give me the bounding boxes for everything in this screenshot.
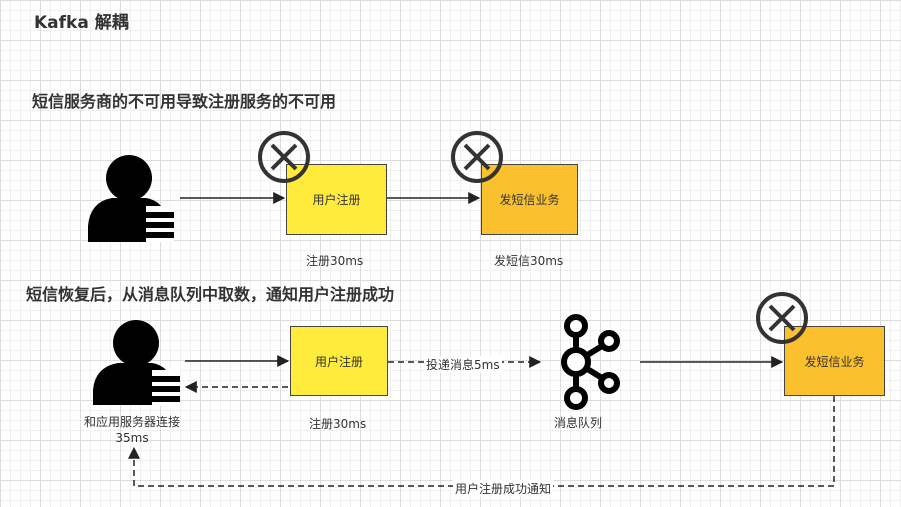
user-caption-line2: 35ms [115, 431, 149, 445]
user-icon [93, 320, 180, 406]
page-title: Kafka 解耦 [34, 13, 129, 33]
deliver-label: 投递消息5ms [424, 356, 502, 373]
register-caption-2: 注册30ms [309, 417, 367, 431]
sms-box: 发短信业务 [481, 164, 578, 235]
sms-caption: 发短信30ms [494, 254, 564, 268]
notify-label: 用户注册成功通知 [453, 480, 554, 497]
section1-heading: 短信服务商的不可用导致注册服务的不可用 [32, 92, 337, 111]
arrow-notify-dashed [128, 396, 835, 487]
user-caption-line1: 和应用服务器连接 [83, 415, 180, 429]
register-caption: 注册30ms [306, 254, 364, 268]
kafka-icon [561, 314, 620, 410]
sms-box-2: 发短信业务 [784, 326, 885, 396]
section2-heading: 短信恢复后，从消息队列中取数，通知用户注册成功 [25, 285, 394, 304]
user-icon [88, 155, 174, 242]
register-box: 用户注册 [286, 164, 387, 235]
user-caption: 和应用服务器连接 35ms [62, 414, 202, 446]
register-box-2: 用户注册 [290, 326, 388, 396]
mq-caption: 消息队列 [554, 416, 603, 430]
